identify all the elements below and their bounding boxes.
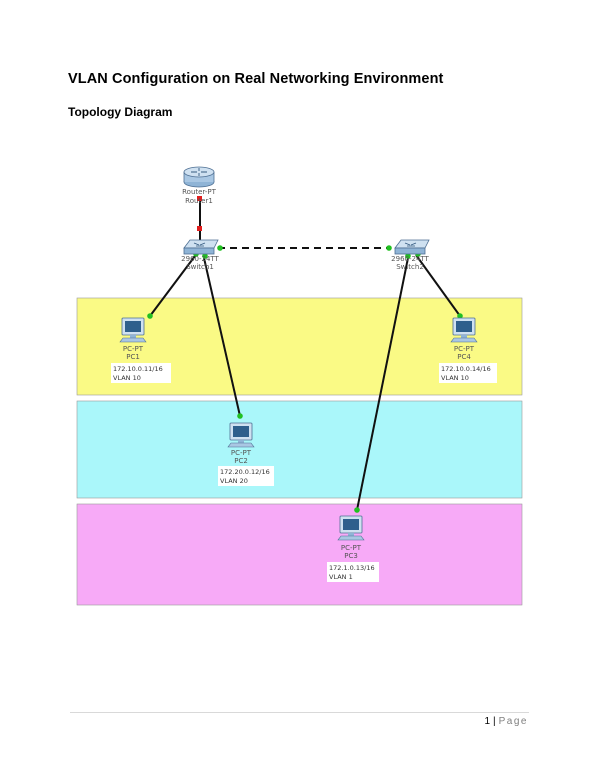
pc1-vlan-label: VLAN 10 — [113, 374, 141, 382]
pc4-vlan-label: VLAN 10 — [441, 374, 469, 382]
link-switch2-pc4 — [415, 254, 461, 317]
router-port-down-dot — [197, 196, 202, 201]
switch2-type-label: 2960-24TT — [391, 255, 429, 263]
pc2-icon — [227, 422, 255, 448]
switch1-type-label: 2960-24TT — [181, 255, 219, 263]
pc3-vlan-label: VLAN 1 — [329, 573, 353, 581]
pc3-name-label: PC3 — [344, 552, 358, 560]
pc4-name-label: PC4 — [457, 353, 471, 361]
port-up-dot — [405, 253, 411, 259]
router-switch-port-down-dot — [197, 226, 202, 231]
port-up-dot — [147, 313, 153, 319]
pc3-ip-label: 172.1.0.13/16 — [329, 564, 375, 572]
pc2-name-label: PC2 — [234, 457, 248, 465]
pc4-icon — [450, 317, 478, 343]
pc2-vlan-label: VLAN 20 — [220, 477, 248, 485]
pc1-icon — [119, 317, 147, 343]
link-switch2-pc3 — [356, 257, 409, 511]
pc1-ip-label: 172.10.0.11/16 — [113, 365, 163, 373]
pc4-ip-label: 172.10.0.14/16 — [441, 365, 491, 373]
link-switch1-pc1 — [149, 255, 196, 317]
document-subtitle: Topology Diagram — [68, 105, 173, 119]
pc3-type-label: PC-PT — [341, 544, 362, 552]
vlan1-zone — [76, 503, 523, 606]
page-number: 1 — [484, 716, 491, 727]
router-type-label: Router-PT — [182, 188, 216, 196]
pc2-ip-label: 172.20.0.12/16 — [220, 468, 270, 476]
switch2-icon — [394, 239, 430, 255]
pc4-type-label: PC-PT — [454, 345, 475, 353]
footer-separator: | — [493, 716, 496, 727]
port-up-dot — [237, 413, 243, 419]
router-icon — [183, 166, 215, 188]
pc3-icon — [337, 515, 365, 541]
link-switch1-pc2 — [203, 257, 241, 417]
pc1-name-label: PC1 — [126, 353, 140, 361]
router-name-label: Router1 — [185, 197, 213, 205]
page-word: Page — [498, 716, 528, 727]
pc2-type-label: PC-PT — [231, 449, 252, 457]
port-up-dot — [457, 313, 463, 319]
port-up-dot — [217, 245, 223, 251]
page-footer: 1|Page — [484, 716, 528, 727]
port-up-dot — [386, 245, 392, 251]
switch1-icon — [183, 239, 219, 255]
pc1-type-label: PC-PT — [123, 345, 144, 353]
switch2-name-label: Switch2 — [396, 263, 424, 271]
port-up-dot — [354, 507, 360, 513]
links — [149, 201, 461, 511]
vlan20-zone — [76, 400, 523, 499]
port-up-dot — [202, 253, 208, 259]
document-title: VLAN Configuration on Real Networking En… — [68, 71, 444, 87]
footer-divider — [70, 712, 529, 713]
switch1-name-label: Switch1 — [186, 263, 214, 271]
